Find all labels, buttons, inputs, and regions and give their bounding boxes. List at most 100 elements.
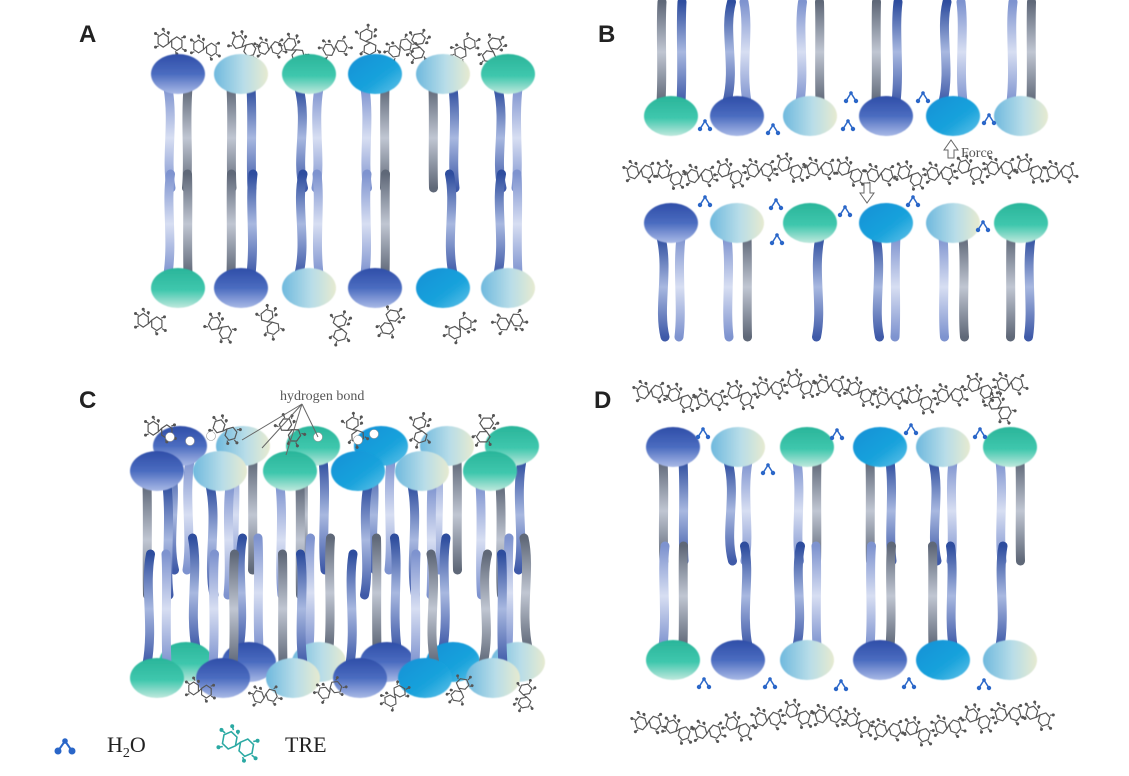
trehalose-molecule-icon (383, 33, 418, 63)
trehalose-molecule-icon (442, 311, 477, 345)
water-molecule-icon (981, 113, 997, 126)
hydrogen-bond-site (353, 435, 363, 445)
water-molecule-icon (915, 91, 931, 104)
lipid-tail (678, 541, 688, 651)
lipid-tail (410, 549, 421, 669)
trehalose-molecule-icon (379, 680, 411, 712)
lipid-tail (345, 549, 358, 669)
lipid (916, 427, 970, 566)
lipid-tail (497, 549, 508, 669)
trehalose-molecule-icon (990, 702, 1027, 726)
lipid-tail (938, 0, 952, 107)
trehalose-molecule-icon (690, 719, 727, 744)
lipid-head (481, 268, 535, 308)
lipid-head (263, 451, 317, 491)
lipid-head (416, 54, 470, 94)
trehalose-molecule-icon (134, 307, 167, 336)
lipid-head (926, 203, 980, 243)
trehalose-molecule-icon (870, 718, 907, 742)
lipid-head (780, 427, 834, 467)
trehalose-molecule-icon (208, 414, 242, 445)
hydrogen-bond-label: hydrogen bond (280, 389, 364, 404)
trehalose-molecule-icon (953, 154, 987, 185)
lipid (783, 203, 837, 342)
lipid (348, 169, 402, 308)
lipid-tail (182, 455, 195, 575)
lipid-tail (253, 533, 264, 653)
lipid-tail (928, 541, 938, 651)
lipid-head (710, 203, 764, 243)
water-molecule-icon (765, 123, 781, 136)
lipid-tail (478, 549, 492, 669)
trehalose-molecule-icon (922, 161, 959, 185)
lipid-tail (740, 541, 753, 651)
force-label: Force (961, 146, 993, 161)
lipid (646, 427, 700, 566)
trehalose-molecule-icon (961, 703, 995, 734)
water-molecule-icon (833, 679, 849, 692)
lipid (983, 427, 1037, 566)
lipid-tail (372, 533, 382, 653)
lipid-head (151, 54, 205, 94)
lipid-tail (1024, 232, 1036, 342)
trehalose-molecule-icon (653, 159, 687, 190)
water-molecule-icon (972, 427, 988, 440)
trehalose-molecule-icon (375, 305, 406, 339)
lipid (926, 0, 980, 136)
trehalose-molecule-icon (992, 372, 1029, 396)
water-molecule-icon (840, 119, 856, 132)
lipid-head (859, 96, 913, 136)
lipid-head (214, 268, 268, 308)
lipid-tail (865, 541, 876, 651)
trehalose-molecule-icon (216, 724, 260, 763)
lipid-head (348, 54, 402, 94)
lipid (416, 54, 470, 193)
lipid-tail (871, 0, 881, 107)
water-molecule-icon (901, 677, 917, 690)
lipid (151, 169, 205, 308)
lipid-tail (871, 232, 884, 342)
lipid (398, 549, 452, 698)
lipid-tail (739, 0, 752, 107)
water-molecule-icon (903, 423, 919, 436)
force-arrow-up-icon (943, 139, 959, 159)
lipid-head (983, 427, 1037, 467)
lipid-tail (742, 232, 752, 342)
legend-water-label: H2O (107, 732, 146, 761)
water-molecule-icon (760, 463, 776, 476)
hydrogen-bond-pointer-lines (241, 403, 319, 456)
lipid-head (466, 658, 520, 698)
trehalose-molecule-icon (903, 384, 937, 415)
lipid-tail (938, 232, 949, 342)
lipid-head (710, 96, 764, 136)
lipid-tail (512, 169, 523, 279)
lipid-tail (722, 0, 736, 107)
lipid (780, 541, 834, 680)
trehalose-molecule-icon (841, 707, 875, 738)
lipid-head (853, 640, 907, 680)
panel-c (130, 411, 545, 713)
lipid-tail (312, 169, 324, 279)
lipid-head (646, 640, 700, 680)
trehalose-molecule-icon (622, 159, 659, 184)
lipid-head (783, 96, 837, 136)
lipid-tail (304, 533, 315, 653)
trehalose-molecule-icon (216, 724, 260, 763)
trehalose-molecule-icon (812, 373, 849, 398)
lipid (916, 541, 970, 680)
trehalose-molecule-icon (154, 27, 187, 56)
lipid (853, 427, 907, 566)
force-arrow-down-icon (859, 182, 875, 204)
hydrogen-bond-site (369, 429, 379, 439)
trehalose-molecule-icon (445, 674, 474, 706)
lipid (859, 203, 913, 342)
lipid-tail (956, 0, 968, 107)
lipid-tail (995, 541, 1008, 651)
lipid-tail (815, 0, 825, 107)
trehalose-molecule-icon (255, 303, 285, 341)
trehalose-molecule-icon (983, 391, 1017, 425)
lipid-head (282, 268, 336, 308)
lipid-tail (246, 169, 258, 279)
water-molecule-icon (829, 428, 845, 441)
